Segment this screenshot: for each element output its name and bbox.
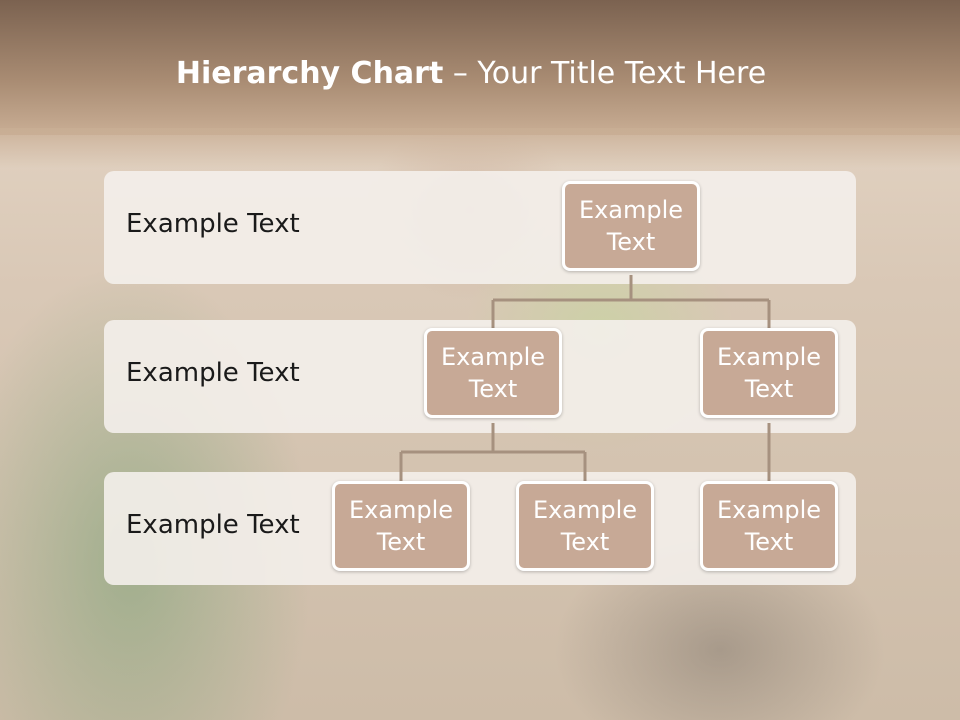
node-level2-left-line2: Text	[468, 375, 518, 403]
node-level3-c-line1: Example	[716, 496, 822, 524]
row-band-1: Example Text	[104, 171, 856, 284]
row-label-1: Example Text	[126, 209, 300, 239]
banner-fade	[0, 128, 960, 168]
slide-title: Hierarchy Chart – Your Title Text Here	[0, 56, 942, 91]
row-label-2: Example Text	[126, 358, 300, 388]
row-label-3: Example Text	[126, 510, 300, 540]
node-level3-a-line1: Example	[348, 496, 454, 524]
node-level2-left-line1: Example	[440, 343, 546, 371]
node-root[interactable]: Example Text	[562, 181, 700, 271]
connector-root	[491, 275, 771, 328]
node-level3-a[interactable]: Example Text	[332, 481, 470, 571]
node-level2-right[interactable]: Example Text	[700, 328, 838, 418]
node-root-line1: Example	[578, 196, 684, 224]
node-level3-a-line2: Text	[376, 528, 426, 556]
title-rest: – Your Title Text Here	[443, 56, 767, 91]
title-banner	[0, 0, 960, 135]
node-level3-c-line2: Text	[744, 528, 794, 556]
node-level2-left[interactable]: Example Text	[424, 328, 562, 418]
connector-left	[399, 423, 587, 481]
node-level3-b-line1: Example	[532, 496, 638, 524]
node-level3-b-line2: Text	[560, 528, 610, 556]
node-root-line2: Text	[606, 228, 656, 256]
node-level2-right-line1: Example	[716, 343, 822, 371]
node-level2-right-line2: Text	[744, 375, 794, 403]
node-level3-b[interactable]: Example Text	[516, 481, 654, 571]
title-bold: Hierarchy Chart	[175, 56, 444, 91]
node-level3-c[interactable]: Example Text	[700, 481, 838, 571]
